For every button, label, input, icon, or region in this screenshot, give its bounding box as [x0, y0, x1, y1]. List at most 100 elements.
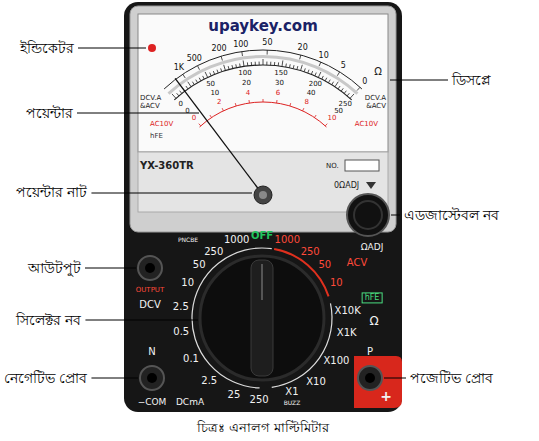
scale-tick: [221, 68, 222, 71]
scale-tick: [278, 62, 279, 65]
range-group-label: DCV: [139, 299, 161, 311]
scale-number: 50: [334, 107, 343, 115]
scale-tick: [308, 70, 309, 73]
scale-tick: [243, 60, 245, 66]
ohm-range: X10K: [335, 305, 361, 317]
scale-tick: [332, 82, 334, 85]
scale-tick: [296, 66, 298, 69]
pointer-nut: [254, 186, 272, 204]
range-group-label: ACV: [347, 257, 368, 269]
scale-tick: [180, 91, 182, 94]
scale-label: DCV.A &ACV: [140, 94, 170, 110]
callout-label: পজেটিভ প্রোব: [410, 370, 493, 386]
ohm-range: X10: [306, 377, 326, 389]
adjust-knob-rib: [354, 201, 382, 229]
scale-number: 0: [178, 100, 182, 108]
range-group-label: DCmA: [176, 397, 204, 407]
scale-number: 250: [339, 100, 352, 108]
scale-label: DCV.A &ACV: [356, 94, 386, 110]
selector-highlight: [261, 264, 263, 300]
scale-number: 30: [275, 79, 284, 87]
scale-number: 10: [327, 114, 336, 122]
off-position: OFF: [251, 230, 273, 242]
callout-label: সিলেক্টর নব: [16, 312, 81, 328]
output-jack-hole: [145, 263, 155, 273]
leader-line: [391, 215, 400, 216]
scale-tick: [205, 72, 208, 77]
ohm-range: X1K: [337, 327, 357, 339]
number-box: [345, 160, 379, 171]
scale-tick: [337, 72, 339, 76]
serial-label: NO.: [326, 162, 339, 170]
callout-label: পয়েন্টার নাট: [16, 184, 87, 200]
scale-tick: [177, 93, 179, 96]
range-number: 250: [204, 246, 223, 258]
leader-line: [390, 80, 448, 81]
callout-label: নেগেটিভ প্রোব: [4, 370, 87, 386]
range-number: 1000: [275, 234, 300, 246]
scale-tick: [301, 65, 303, 71]
scale-tick: [276, 100, 277, 103]
scale-tick: [228, 66, 230, 69]
range-number: 0.5: [173, 326, 189, 338]
callout-label: ডিসপ্লে: [452, 72, 491, 88]
negative-jack-hole: [147, 373, 157, 383]
scale-tick: [357, 87, 360, 90]
scale-tick: [315, 73, 316, 76]
ohm-scale-number: 20: [298, 44, 308, 53]
leader-line: [78, 48, 146, 49]
range-number: 50: [193, 260, 206, 272]
scale-tick: [274, 62, 275, 65]
dcv-arc: [174, 65, 351, 100]
scale-tick: [235, 103, 237, 106]
scale-tick: [266, 62, 267, 65]
scale-tick: [303, 108, 304, 111]
scale-number: 40: [307, 89, 316, 97]
scale-tick: [270, 62, 271, 65]
scale-tick: [338, 86, 340, 89]
scale-number: 0: [185, 107, 189, 115]
scale-number: 100: [238, 69, 251, 77]
ohm-scale-number: 5: [341, 61, 346, 70]
scale-number: 200: [309, 80, 322, 88]
ohm-scale-number: 0: [362, 77, 367, 86]
selector-knob: [200, 256, 324, 380]
jack-label: P: [367, 346, 373, 358]
socket-label: PNCBE: [178, 237, 198, 244]
jack-label: OUTPUT: [136, 286, 165, 294]
scale-tick: [239, 64, 241, 67]
jack-label: N: [148, 346, 155, 358]
ohm-scale-number: 10: [319, 51, 329, 60]
ohm-scale-number: 1K: [174, 64, 184, 73]
scale-tick: [255, 62, 256, 65]
hfe-label: hFE: [362, 292, 383, 303]
figure-caption: চিত্রঃ এনালগ মাল্টিমিটার: [197, 421, 329, 436]
scale-tick: [318, 72, 321, 77]
scale-tick: [210, 73, 211, 76]
range-number: 0.1: [183, 353, 199, 365]
output-jack: [138, 256, 162, 280]
scale-tick: [197, 66, 199, 70]
scale-tick: [344, 91, 346, 94]
scale-tick: [210, 115, 212, 117]
positive-patch: [354, 356, 402, 408]
scale-number: 8: [305, 98, 309, 106]
leader-line: [91, 193, 252, 194]
scale-tick: [199, 78, 201, 81]
scale-label: AC10V: [150, 120, 173, 128]
callout-label: পয়েন্টার: [26, 105, 73, 121]
callout-label: এডজাস্টেবল নব: [404, 207, 499, 223]
buzzer-label: BUZZ: [284, 400, 301, 407]
scale-tick: [285, 64, 287, 67]
scale-tick: [311, 71, 312, 74]
positive-jack: [358, 366, 382, 390]
scale-tick: [281, 60, 283, 66]
range-number: 25: [228, 389, 241, 401]
scale-tick: [186, 86, 188, 89]
scale-tick: [267, 50, 268, 54]
scale-number: 0: [192, 114, 196, 122]
range-group-label: Ω: [369, 315, 378, 329]
negative-jack: [140, 366, 164, 390]
scale-tick: [224, 65, 226, 71]
